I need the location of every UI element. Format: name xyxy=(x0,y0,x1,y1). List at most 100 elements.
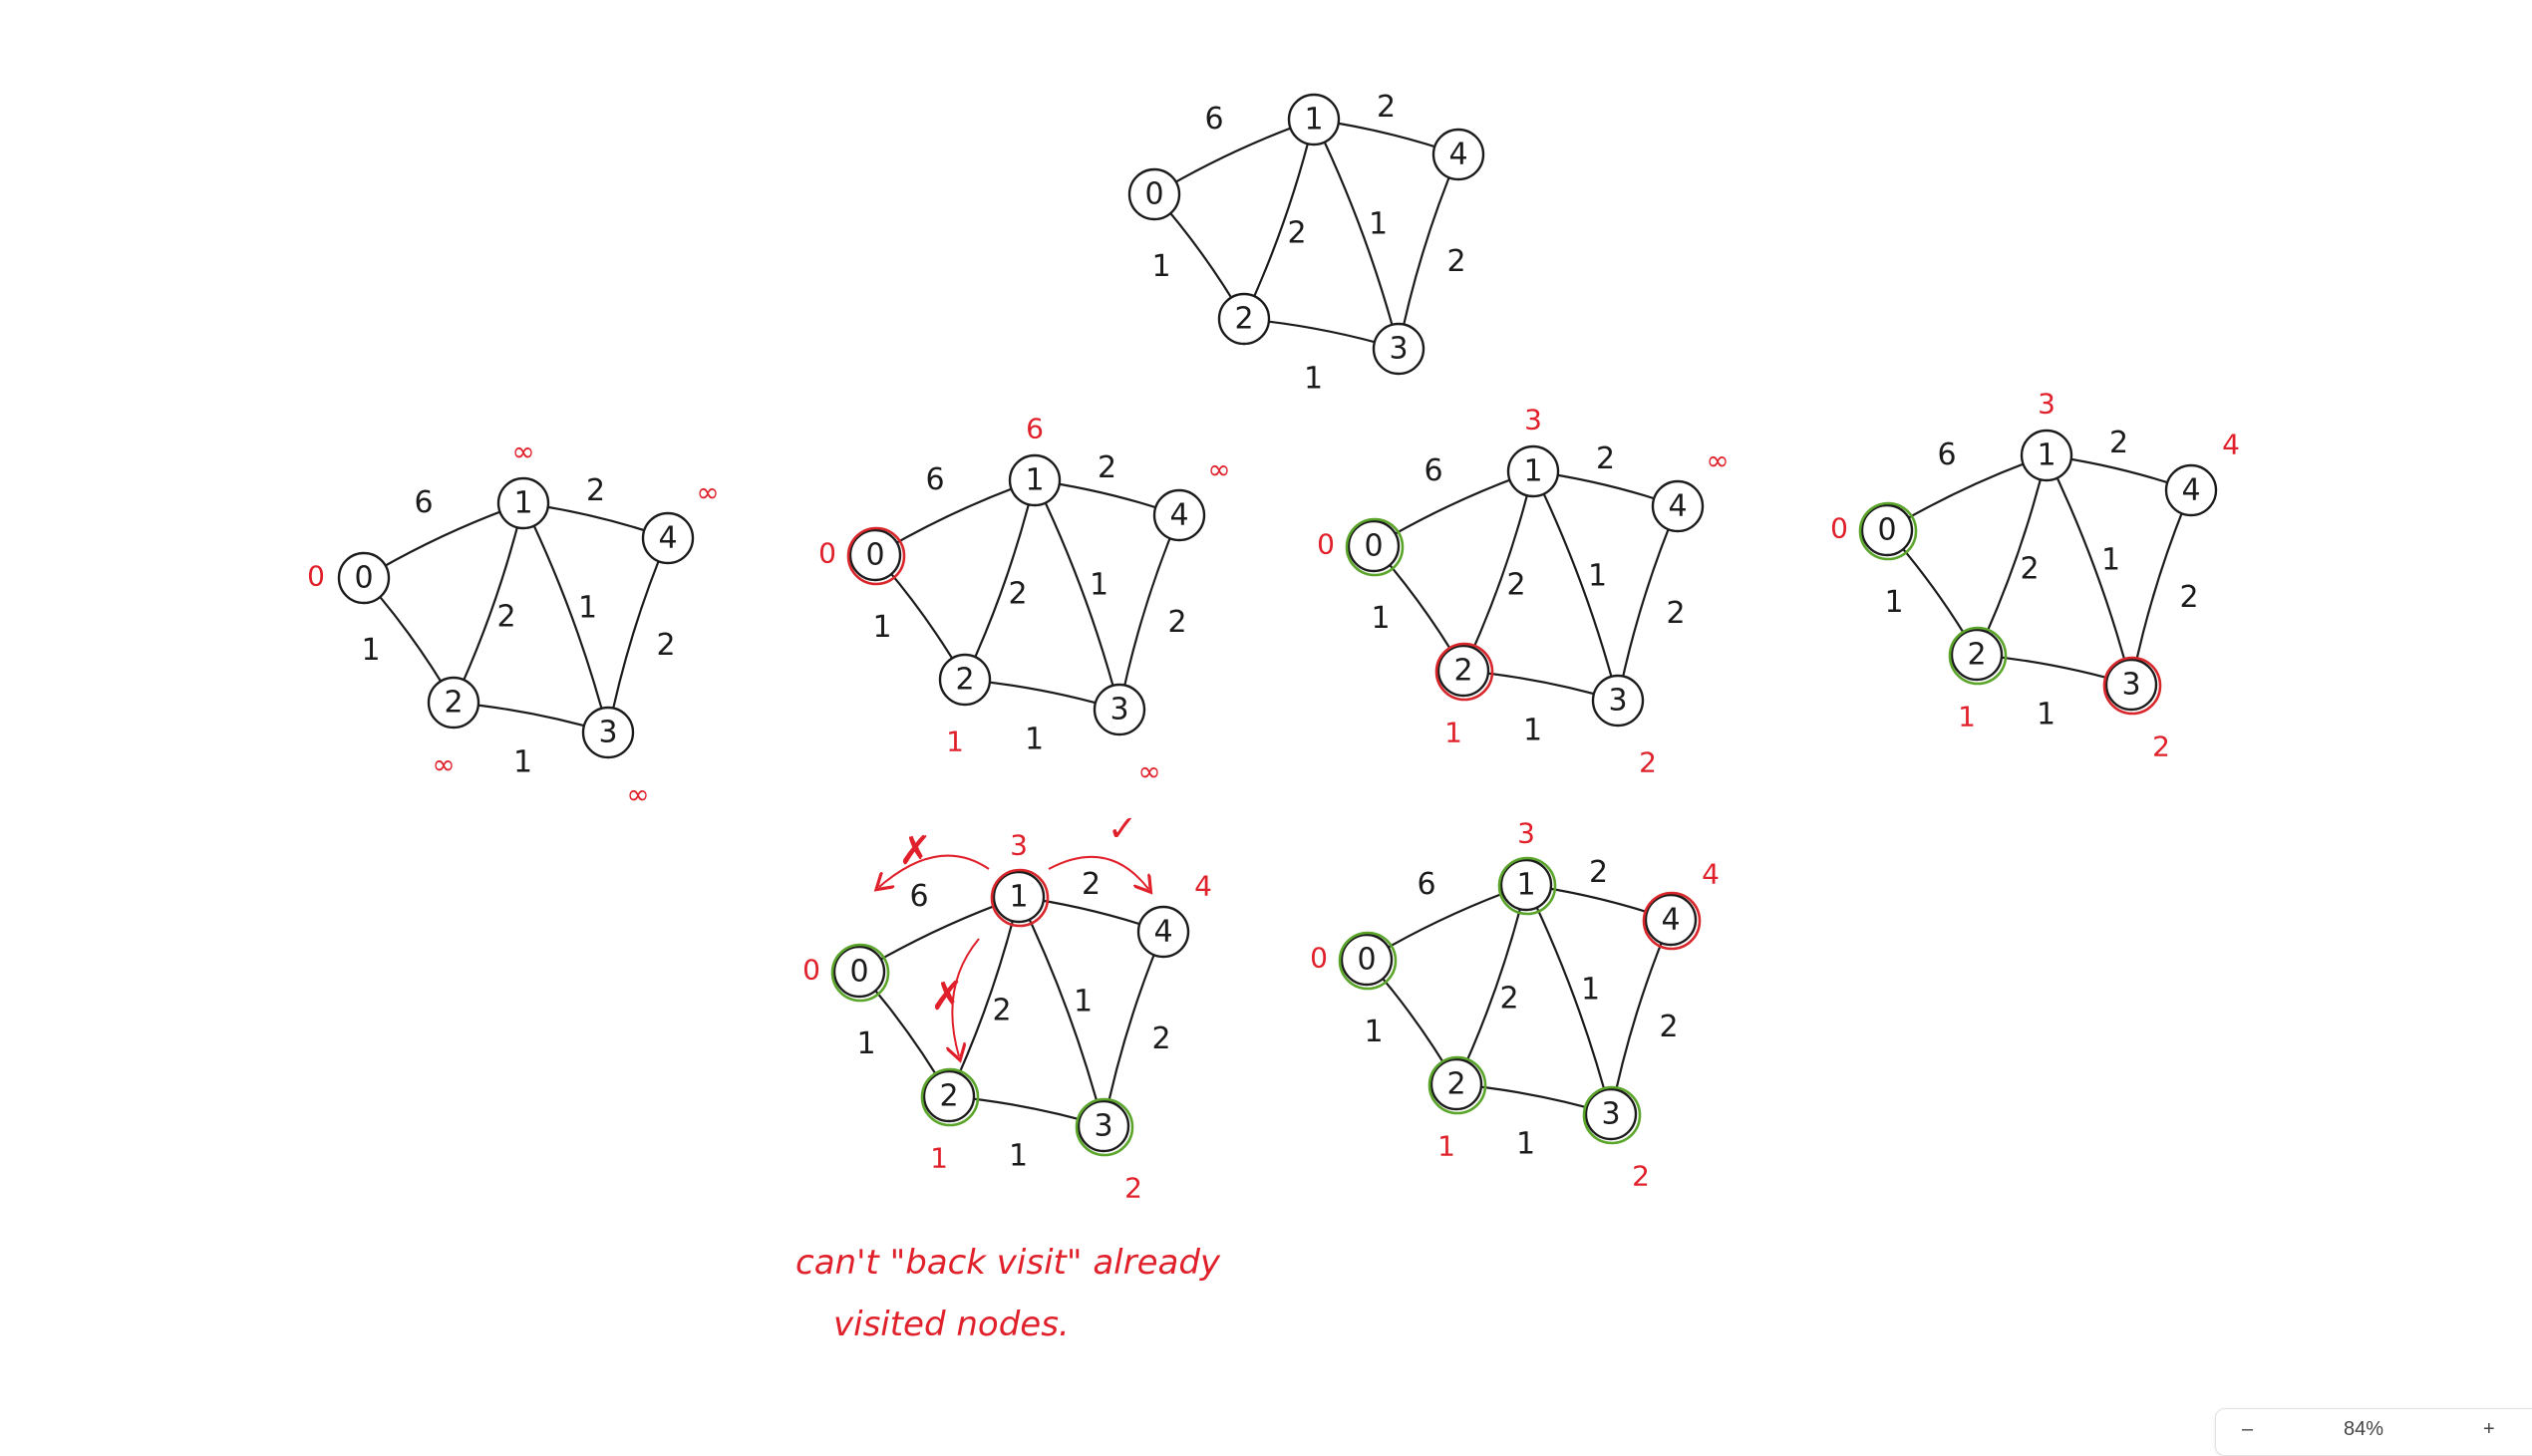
node-1-label: 1 xyxy=(1009,880,1028,915)
node-0-outline xyxy=(848,528,902,582)
node-2-current-ring xyxy=(1434,642,1494,702)
node-0-outline xyxy=(832,945,886,999)
edge-e13 xyxy=(1033,478,1121,712)
node-2-label: 2 xyxy=(1967,638,1986,673)
edge-weight-e12: 2 xyxy=(496,600,515,635)
zoom-controls: – 84% + xyxy=(2215,1408,2532,1456)
node-0-outline xyxy=(1127,167,1181,221)
node-2-label: 2 xyxy=(1453,654,1472,689)
node-3-label: 3 xyxy=(1608,684,1627,719)
edge-weight-e13: 1 xyxy=(2101,543,2120,578)
node-4-outline xyxy=(641,511,695,565)
node-4-outline xyxy=(1431,128,1485,181)
edge-weight-e14: 2 xyxy=(586,473,605,508)
node-1-label: 1 xyxy=(1516,868,1535,903)
edge-weight-e23: 1 xyxy=(1304,362,1323,397)
edge-weight-e13: 1 xyxy=(1581,973,1600,1008)
node-2-outline xyxy=(1217,292,1271,346)
check-mark-node-4: ✓ xyxy=(1108,809,1137,850)
node-3-outline xyxy=(1372,322,1425,376)
node-1-visited-ring xyxy=(1497,856,1557,916)
node-1-outline xyxy=(1008,453,1062,507)
node-4-outline xyxy=(1136,905,1190,959)
node-2-outline xyxy=(938,653,992,707)
edge-weight-e02: 1 xyxy=(1884,585,1903,620)
node-2-distance: ∞ xyxy=(432,748,455,781)
zoom-in-button[interactable]: + xyxy=(2483,1418,2495,1440)
node-3-label: 3 xyxy=(1389,332,1408,367)
node-3-outline xyxy=(1077,1099,1130,1153)
node-1-current-ring xyxy=(990,868,1050,928)
node-1-distance: 6 xyxy=(1026,413,1044,445)
node-2-distance: 1 xyxy=(1444,717,1462,749)
node-1-outline xyxy=(1499,858,1553,912)
edge-weight-e13: 1 xyxy=(1588,559,1607,594)
node-1-outline xyxy=(2020,429,2073,482)
node-4-label: 4 xyxy=(658,521,677,556)
node-2-distance: 1 xyxy=(1437,1130,1455,1163)
node-3-distance: 2 xyxy=(2152,730,2170,763)
edge-weight-e23: 1 xyxy=(2037,698,2056,732)
node-0-visited-ring xyxy=(830,943,890,1003)
node-2-label: 2 xyxy=(939,1079,958,1114)
node-3-label: 3 xyxy=(598,716,617,750)
arrow-to-node-2 xyxy=(952,938,980,1056)
edge-weight-e23: 1 xyxy=(1025,723,1044,757)
node-2-outline xyxy=(1429,1057,1483,1111)
edge-e13 xyxy=(1017,895,1106,1128)
node-0-visited-ring xyxy=(1858,501,1918,561)
edge-e01 xyxy=(1372,469,1535,548)
node-3-visited-ring xyxy=(1582,1085,1642,1145)
edge-weight-e02: 1 xyxy=(1371,601,1390,636)
node-4-distance: 4 xyxy=(1702,858,1720,891)
node-0-distance: 0 xyxy=(818,537,836,570)
node-2-distance: 1 xyxy=(930,1142,948,1175)
zoom-out-button[interactable]: – xyxy=(2242,1418,2254,1440)
node-3-distance: ∞ xyxy=(626,778,649,811)
node-0-outline xyxy=(337,551,391,605)
node-4-outline xyxy=(1152,488,1206,542)
edge-e13 xyxy=(1312,118,1401,351)
zoom-level[interactable]: 84% xyxy=(2344,1418,2384,1440)
edge-weight-e12: 2 xyxy=(1506,568,1525,603)
node-1-label: 1 xyxy=(1304,103,1323,138)
node-3-label: 3 xyxy=(1109,693,1128,728)
node-3-current-ring xyxy=(2102,656,2162,716)
node-0-label: 0 xyxy=(1877,513,1896,548)
node-2-visited-ring xyxy=(1427,1055,1487,1115)
edge-weight-e01: 6 xyxy=(1204,102,1223,137)
node-4-label: 4 xyxy=(1153,915,1172,950)
node-0-visited-ring xyxy=(1345,517,1405,577)
node-0-outline xyxy=(1340,933,1394,987)
node-3-outline xyxy=(2104,658,2158,712)
node-3-distance: 2 xyxy=(1632,1160,1650,1193)
node-3-outline xyxy=(1093,683,1146,736)
node-2-label: 2 xyxy=(1446,1067,1465,1102)
edge-weight-e01: 6 xyxy=(1424,453,1442,488)
edge-weight-e12: 2 xyxy=(1499,982,1518,1017)
edge-weight-e01: 6 xyxy=(1417,867,1435,902)
edge-e13 xyxy=(521,501,610,734)
edge-weight-e14: 2 xyxy=(1098,450,1116,485)
node-3-outline xyxy=(1591,674,1645,728)
node-2-label: 2 xyxy=(1234,302,1253,337)
node-2-outline xyxy=(1436,644,1490,698)
cross-mark-node-2: ✗ xyxy=(930,974,964,1019)
node-2-visited-ring xyxy=(920,1067,980,1127)
edge-weight-e34: 2 xyxy=(1666,596,1685,631)
edge-weight-e23: 1 xyxy=(1009,1139,1028,1174)
edge-weight-e01: 6 xyxy=(1937,437,1956,472)
edge-weight-e12: 2 xyxy=(1287,216,1306,251)
node-4-label: 4 xyxy=(1448,138,1467,172)
node-1-distance: 3 xyxy=(1517,817,1535,850)
edge-weight-e14: 2 xyxy=(1596,441,1615,476)
node-2-outline xyxy=(922,1069,976,1123)
edge-weight-e14: 2 xyxy=(1589,855,1608,890)
edge-weight-e23: 1 xyxy=(1523,714,1542,748)
node-4-label: 4 xyxy=(1661,903,1680,938)
